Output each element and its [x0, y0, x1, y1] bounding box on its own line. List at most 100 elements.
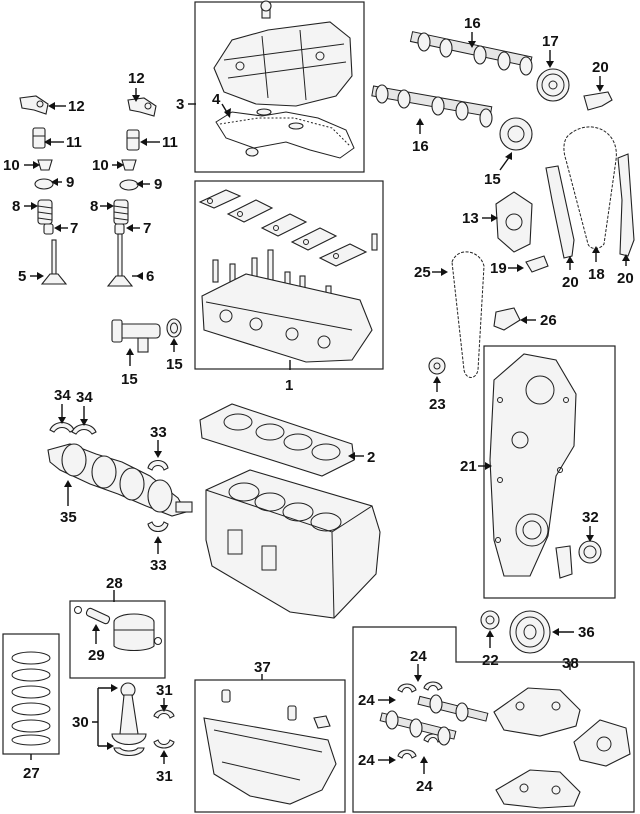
valve-spring-left — [37, 199, 53, 225]
cylinder-block — [205, 469, 381, 619]
main-bearing-lower — [147, 521, 169, 533]
leader-arrows — [24, 32, 630, 774]
retainer-left — [37, 159, 53, 171]
pin-clip-left — [74, 606, 82, 614]
exhaust-valve — [40, 239, 68, 285]
crankshaft-gear — [480, 610, 500, 630]
valve-cover-box — [194, 1, 365, 173]
callout-24-low: 24 — [358, 752, 375, 769]
balance-shaft-box — [352, 626, 635, 813]
rocker-arm-right — [127, 97, 157, 117]
crank-front-seal — [578, 540, 602, 564]
callout-20-left: 20 — [562, 274, 579, 291]
thrust-washer-left — [49, 421, 75, 433]
retainer-right — [121, 159, 137, 171]
callout-3: 3 — [176, 96, 184, 113]
callout-20-right: 20 — [617, 270, 634, 287]
oil-pan-plug — [221, 689, 231, 703]
vvt-solenoid — [111, 319, 161, 353]
callout-12-left: 12 — [68, 98, 85, 115]
rod-bearing-upper — [153, 709, 175, 719]
valve-cover — [213, 0, 353, 107]
callout-31-top: 31 — [156, 682, 173, 699]
callout-16-top: 16 — [464, 15, 481, 32]
chain-guide-right — [617, 153, 635, 257]
callout-37: 37 — [254, 659, 271, 676]
callout-36: 36 — [578, 624, 595, 641]
exhaust-camshaft — [371, 84, 493, 128]
connecting-rod — [111, 682, 147, 746]
bs-bearing-2 — [423, 681, 443, 691]
drain-bolt — [313, 715, 331, 729]
callout-30: 30 — [72, 714, 89, 731]
callout-8-left: 8 — [12, 198, 20, 215]
oil-pump-chain-guide — [493, 307, 521, 331]
lash-adjuster-left — [32, 127, 46, 149]
cylinder-head-box — [194, 180, 384, 370]
lash-adjuster-right — [126, 129, 140, 151]
callout-1: 1 — [285, 377, 293, 394]
callout-24-mid: 24 — [358, 692, 375, 709]
callout-34-right: 34 — [76, 389, 93, 406]
callout-7-left: 7 — [70, 220, 78, 237]
plug-seal-1 — [256, 108, 272, 116]
callout-11-right: 11 — [162, 134, 178, 151]
plug-seal-3 — [245, 147, 259, 157]
piston-box — [69, 600, 166, 679]
oil-pump-assembly — [573, 719, 631, 767]
callout-26: 26 — [540, 312, 557, 329]
callout-33-bottom: 33 — [150, 557, 167, 574]
callout-38: 38 — [562, 655, 579, 672]
chain-tensioner-arm — [545, 165, 575, 259]
crankshaft-pulley — [509, 610, 551, 654]
thrust-washer-right — [71, 423, 97, 435]
solenoid-o-ring — [166, 318, 182, 338]
bs-bearing-1 — [397, 683, 417, 693]
callout-10-right: 10 — [92, 157, 109, 174]
piston — [113, 613, 155, 652]
stem-seal-left — [43, 223, 54, 235]
rod-bearing-lower — [153, 739, 175, 749]
bs-bearing-3 — [397, 749, 417, 759]
callout-24-bottom: 24 — [416, 778, 433, 795]
pin-clip-right — [154, 637, 162, 645]
callout-9-left: 9 — [66, 174, 74, 191]
callout-19: 19 — [490, 260, 507, 277]
callout-31-bottom: 31 — [156, 768, 173, 785]
camshaft-sprocket — [536, 68, 570, 102]
callout-labels: 1 2 3 4 5 6 7 7 8 8 9 9 10 10 11 11 12 1… — [3, 15, 634, 795]
callout-16-lower: 16 — [412, 138, 429, 155]
callout-35: 35 — [60, 509, 77, 526]
callout-6: 6 — [146, 268, 154, 285]
spring-seat-left — [34, 178, 54, 190]
balancer-housing-lower — [495, 769, 581, 809]
callout-25: 25 — [414, 264, 431, 281]
callout-10-left: 10 — [3, 157, 20, 174]
callout-34-left: 34 — [54, 387, 71, 404]
callout-27: 27 — [23, 765, 40, 782]
plug-seal-2 — [288, 122, 304, 130]
callout-28: 28 — [106, 575, 123, 592]
callout-12-right: 12 — [128, 70, 145, 87]
piston-pin — [85, 607, 111, 625]
crankshaft — [47, 443, 193, 517]
callout-23: 23 — [429, 396, 446, 413]
oil-pump-chain-tensioner — [525, 255, 549, 273]
oil-pan-fitting — [287, 705, 297, 721]
callout-21: 21 — [460, 458, 477, 475]
timing-cover-box — [483, 345, 616, 599]
head-gasket — [199, 403, 355, 477]
callout-15-vtc: 15 — [484, 171, 501, 188]
balance-shaft-upper — [417, 694, 489, 722]
oil-pump-chain — [451, 251, 485, 378]
callout-22: 22 — [482, 652, 499, 669]
balance-shaft-lower — [379, 710, 457, 746]
main-bearing-upper — [147, 459, 169, 471]
stem-seal-right — [114, 223, 125, 235]
vtc-actuator — [499, 117, 533, 151]
piston-rings — [11, 651, 51, 746]
spring-seat-right — [119, 179, 139, 191]
cylinder-head — [201, 273, 373, 363]
crank-sprocket — [428, 357, 446, 375]
